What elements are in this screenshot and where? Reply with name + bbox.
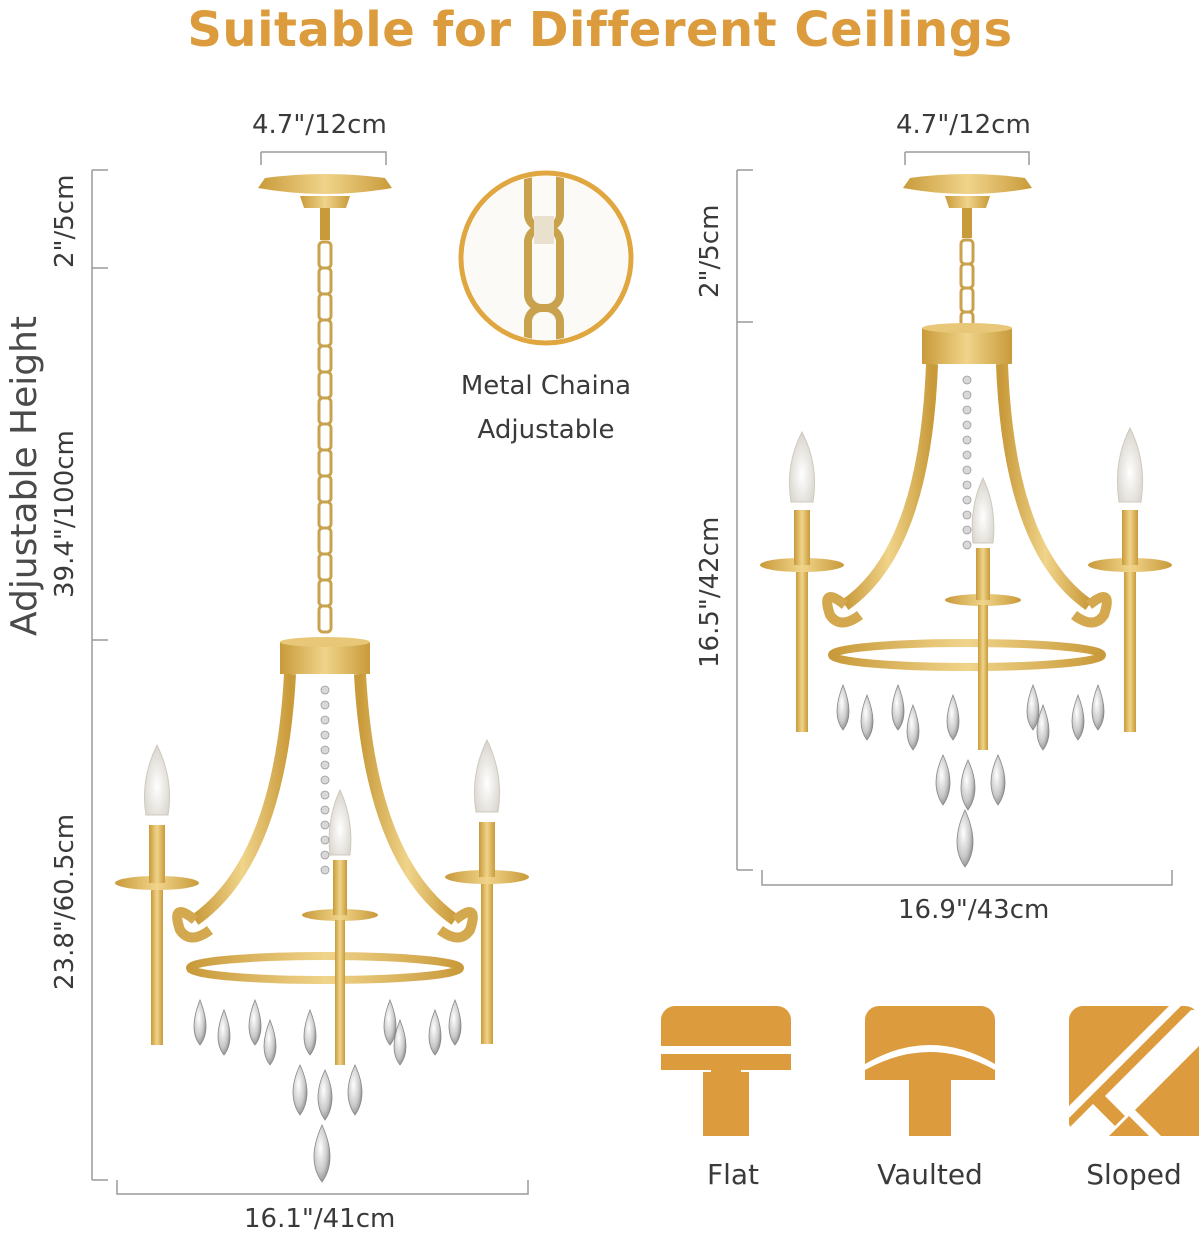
right-canopy-width-label: 4.7"/12cm xyxy=(896,110,1031,140)
ceiling-label-sloped: Sloped xyxy=(1086,1158,1182,1191)
adjustable-height-label: Adjustable Height xyxy=(4,315,45,636)
left-chandelier-image xyxy=(115,174,529,1183)
left-body-width-label: 16.1"/41cm xyxy=(244,1204,396,1234)
sloped-ceiling-icon xyxy=(1069,1006,1199,1136)
right-chandelier-image xyxy=(760,174,1172,868)
ceiling-label-flat: Flat xyxy=(706,1158,760,1191)
right-body-width-label: 16.9"/43cm xyxy=(898,895,1050,925)
flat-ceiling-icon xyxy=(661,1006,791,1136)
chain-detail-image xyxy=(458,170,634,346)
chain-detail-caption: Metal Chaina Adjustable xyxy=(436,364,656,452)
right-canopy-height-label: 2"/5cm xyxy=(695,204,725,298)
right-body-height-label: 16.5"/42cm xyxy=(695,516,725,668)
left-canopy-width-label: 4.7"/12cm xyxy=(252,110,387,140)
chain-caption-line2: Adjustable xyxy=(477,415,615,445)
page-title: Suitable for Different Ceilings xyxy=(187,2,1013,58)
ceiling-label-vaulted: Vaulted xyxy=(877,1158,983,1191)
chain-caption-line1: Metal Chaina xyxy=(460,371,632,401)
left-body-height-label: 23.8"/60.5cm xyxy=(50,813,80,990)
left-canopy-height-label: 2"/5cm xyxy=(50,174,80,268)
vaulted-ceiling-icon xyxy=(865,1006,995,1136)
left-chain-length-label: 39.4"/100cm xyxy=(50,430,80,598)
